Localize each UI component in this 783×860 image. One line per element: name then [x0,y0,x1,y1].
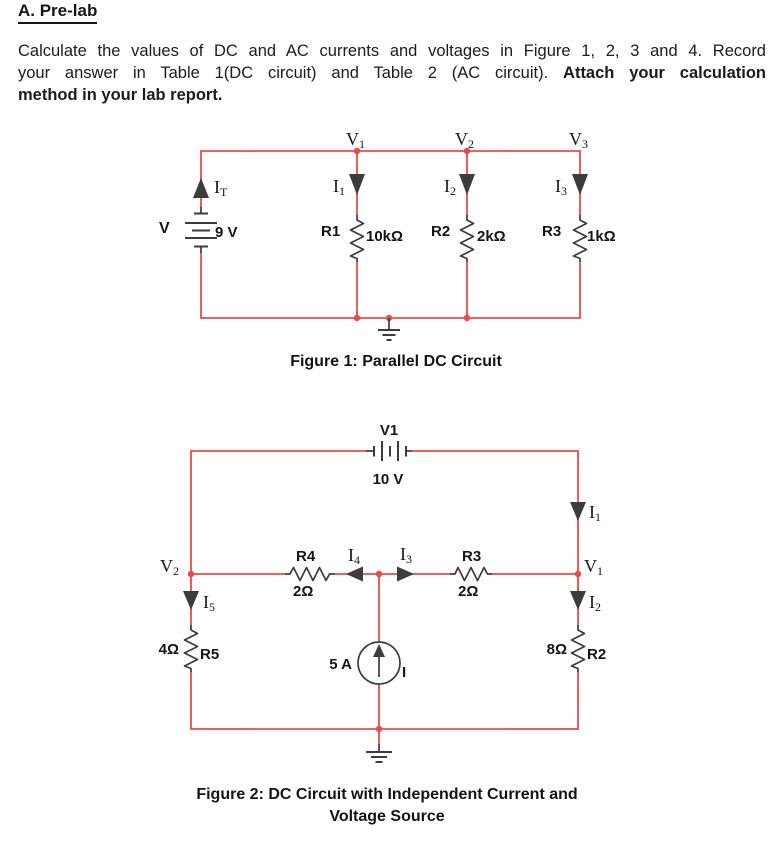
current-arrow-i3-down [572,174,588,195]
current-label-i1: I1 [333,176,345,198]
resistor-r5-zigzag [183,625,199,672]
resistor-value-r2: 2kΩ [477,228,506,245]
current-label-it: IT [214,177,228,199]
figure2-caption-line1: Figure 2: DC Circuit with Independent Cu… [196,786,578,803]
battery-icon [366,441,412,461]
current-arrow-i1-down [349,174,365,195]
figure1-circuit: V1 V2 V3 IT I1 I2 I3 V 9 V R1 10kΩ R2 2k… [159,129,616,341]
node-label-v1: V1 [346,129,365,151]
source-value-9v: 9 V [215,224,238,241]
node-label-v2: V2 [160,556,179,578]
node-label-v3: V3 [569,129,588,151]
resistor-r4-zigzag [285,566,335,582]
resistor-r3-zigzag [450,566,492,582]
resistor-value-r1: 10kΩ [366,228,403,245]
current-label-i3: I3 [400,544,412,566]
figure2-caption: Figure 2: DC Circuit with Independent Cu… [0,784,774,828]
source-label-v: V [159,220,170,237]
ground-icon [378,318,400,341]
node-dot [187,570,195,578]
battery-icon [185,207,217,253]
resistor-value-r5: 4Ω [159,641,179,658]
current-source-label-i: I [402,664,406,681]
current-label-i4: I4 [348,545,360,567]
node-dot [353,147,361,155]
intro-paragraph: Calculate the values of DC and AC curren… [18,40,766,106]
page-title-text: A. Pre-lab [18,1,98,24]
current-label-i3: I3 [555,176,567,198]
node-label-v1: V1 [584,556,603,578]
current-label-i1: I1 [589,502,601,524]
figure2-caption-line2: Voltage Source [329,808,445,825]
current-arrow-i5-down [183,591,199,610]
node-label-v2: V2 [455,129,474,151]
resistor-label-r4: R4 [296,548,316,565]
node-dot [375,570,383,578]
resistor-label-r2: R2 [587,646,606,663]
resistor-r3-zigzag [572,215,588,262]
source-value-10v: 10 V [373,471,404,488]
current-arrow-it-up [193,178,209,198]
resistor-label-r1: R1 [321,223,340,240]
resistor-value-r3: 1kΩ [587,228,616,245]
current-arrow-i4-left [346,566,363,582]
current-arrow-i1-down [570,502,586,521]
current-source-icon [357,641,401,685]
node-dot [375,725,383,733]
page-title: A. Pre-lab [18,1,98,24]
figure1-caption: Figure 1: Parallel DC Circuit [290,353,502,370]
current-source-arrow-head [373,644,385,657]
intro-line-2: your answer in Table 1(DC circuit) and T… [18,64,766,82]
figure2-circuit: V1 10 V 5 A I V2 V1 I1 I2 I3 I4 I5 R4 2Ω… [159,422,606,763]
node-dot [574,570,582,578]
resistor-label-r3: R3 [462,548,481,565]
node-dot [463,147,471,155]
current-arrow-i3-right [397,566,414,582]
source-label-v1: V1 [380,422,398,439]
intro-line-3: method in your lab report. [18,86,223,104]
current-label-i2: I2 [444,176,456,198]
current-label-i5: I5 [203,592,215,614]
node-dot [463,314,471,322]
resistor-r1-zigzag [349,215,365,262]
resistor-label-r2: R2 [431,223,450,240]
ground-icon [366,744,392,763]
current-arrow-i2-down [570,591,586,610]
current-label-i2: I2 [589,592,601,614]
resistor-value-r3: 2Ω [458,583,478,600]
resistor-value-r2: 8Ω [547,641,567,658]
resistor-label-r5: R5 [200,646,219,663]
resistor-value-r4: 2Ω [293,583,313,600]
intro-line-1: Calculate the values of DC and AC curren… [18,42,766,60]
resistor-label-r3: R3 [542,223,561,240]
resistor-r2-zigzag [459,215,475,262]
node-dot [353,314,361,322]
current-source-value: 5 A [329,656,352,673]
resistor-r2-zigzag [570,625,586,672]
current-arrow-i2-down [459,174,475,195]
